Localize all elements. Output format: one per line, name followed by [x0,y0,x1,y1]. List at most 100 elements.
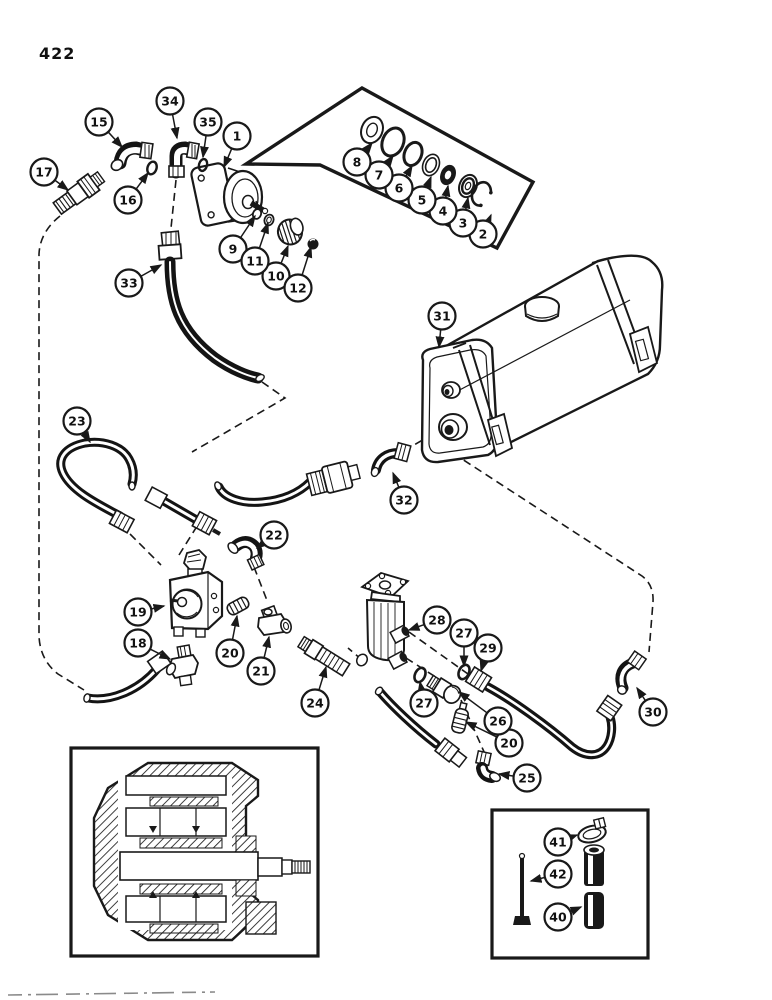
callout-number-20: 20 [500,736,518,751]
rod-42 [513,852,531,925]
callout-balloon-26 [483,706,513,736]
callout-number-17: 17 [35,165,52,180]
tank-strap-front [452,342,514,458]
fitting-24 [296,635,351,677]
callout-balloon-1 [222,121,252,151]
pin-40 [584,892,604,929]
callout-number-30: 30 [644,705,662,720]
callout-balloon-21 [246,656,276,686]
scan-artifact [7,991,216,996]
callout-leader-35 [200,135,209,159]
callout-leader-33 [140,264,163,278]
hose-23 [56,437,138,534]
filter-port-upper [389,624,411,645]
callout-number-4: 4 [439,204,448,219]
hose-33 [157,230,265,384]
clamp-41 [577,816,607,844]
callout-balloon-28 [422,605,452,635]
o-ring-27-left [413,666,427,684]
control-valve [168,549,224,638]
hose-18 [83,649,173,704]
callout-leader-26 [457,691,488,714]
callout-number-6: 6 [395,181,404,196]
fitting-17 [52,170,106,216]
callout-balloon-10 [261,261,291,291]
callout-leader-15 [107,131,124,149]
elbow-22 [227,536,265,571]
callout-leader-17 [54,179,70,191]
tank-lower-port [438,413,468,441]
callout-balloon-32 [389,485,419,515]
pump-cross-section-inset [69,746,320,958]
callout-balloon-35 [193,107,223,137]
callout-leader-22 [255,538,269,549]
callout-number-1: 1 [233,129,242,144]
tee-fitting-18 [165,644,199,687]
callouts-layer: 1234567891011121516171819202021222324252… [29,86,668,932]
callout-balloon-18 [123,628,153,658]
callout-leader-42 [529,874,546,883]
callout-number-2: 2 [479,227,488,242]
callout-number-34: 34 [161,94,179,109]
o-ring-5 [421,153,441,177]
hose-29 [464,665,623,760]
callout-leader-4 [441,184,451,198]
callout-balloon-20 [215,638,245,668]
callout-number-7: 7 [375,168,384,183]
callout-leader-40 [569,906,583,916]
callout-number-35: 35 [199,115,216,130]
spring-20-valve [226,596,250,616]
tank-upper-port [441,381,461,399]
callout-number-33: 33 [120,276,137,291]
callout-balloon-11 [240,246,270,276]
elbow-hose-32 [370,441,412,478]
seal-kit-banner [240,86,536,251]
callout-number-19: 19 [129,605,146,620]
spring-20-filter [451,701,469,734]
callout-number-5: 5 [418,193,427,208]
callout-number-15: 15 [90,115,107,130]
callout-balloon-8 [342,147,372,177]
callout-balloon-15 [84,107,114,137]
small-parts-inset [490,808,650,960]
callout-leader-25 [497,771,514,780]
callout-number-21: 21 [252,664,269,679]
callout-leader-21 [262,635,271,659]
callout-balloon-33 [114,268,144,298]
callout-leader-12 [301,245,313,276]
hose-short [144,485,221,536]
callout-balloon-30 [638,697,668,727]
callout-balloon-41 [543,827,573,857]
filler-cap [524,296,560,322]
tank-strap-rear [591,257,659,374]
callout-number-41: 41 [549,835,566,850]
callout-leader-7 [383,154,394,168]
callout-balloon-27 [449,618,479,648]
reservoir-tank [420,254,664,464]
callout-number-10: 10 [267,269,285,284]
filter-assembly [355,572,411,671]
callout-number-27: 27 [455,626,472,641]
callout-balloon-9 [218,234,248,264]
callout-balloon-29 [473,633,503,663]
callout-leader-1 [223,148,233,169]
tee-fitting-21 [257,604,292,636]
callout-number-9: 9 [229,242,238,257]
callout-leader-3 [461,196,471,210]
callout-balloon-5 [407,185,437,215]
pump-shaft [249,200,269,215]
callout-leader-20 [464,721,498,738]
callout-number-12: 12 [289,281,306,296]
callout-balloon-25 [512,763,542,793]
callout-number-26: 26 [489,714,507,729]
elbow-34 [168,141,201,179]
callout-balloon-42 [543,859,573,889]
callout-leader-31 [435,329,445,349]
callout-balloon-16 [113,185,143,215]
elbow-30 [615,650,648,695]
callout-leader-2 [482,213,492,227]
page-number: 422 [39,44,76,63]
callout-number-42: 42 [549,867,566,882]
